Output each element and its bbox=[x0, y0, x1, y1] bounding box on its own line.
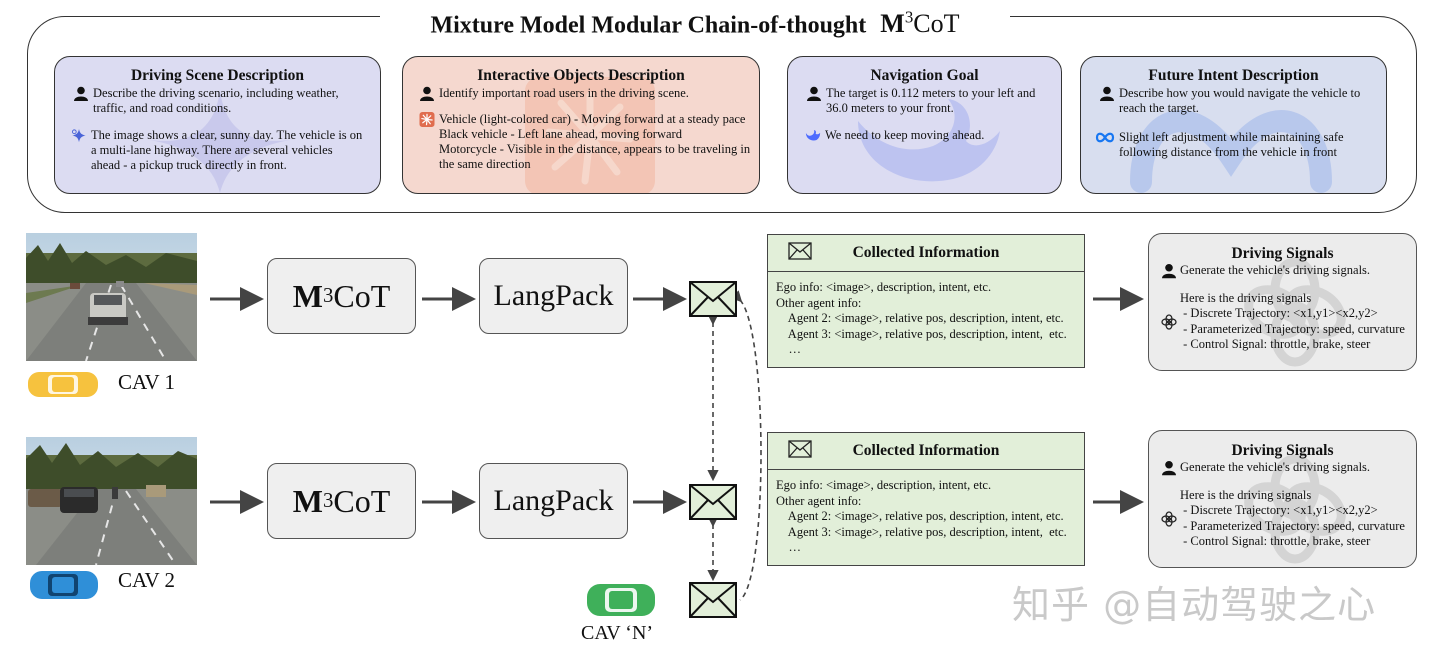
envelope-icon bbox=[689, 582, 737, 618]
openai-watermark-icon bbox=[1244, 257, 1346, 367]
envelope-icon bbox=[689, 484, 737, 520]
card-answer: Slight left adjustment while maintaining… bbox=[1119, 130, 1344, 159]
person-icon bbox=[1162, 460, 1176, 476]
driving-signals-question: Generate the vehicle's driving signals. bbox=[1180, 460, 1371, 474]
driving-signals-question: Generate the vehicle's driving signals. bbox=[1180, 263, 1371, 277]
person-icon bbox=[807, 86, 821, 101]
envelope-icon bbox=[689, 281, 737, 317]
cav1-label: CAV 1 bbox=[118, 370, 176, 394]
driving-signals-box-2: Driving Signals Generate the vehicle's d… bbox=[1148, 430, 1417, 568]
driving-signals-answer-head: Here is the driving signals bbox=[1180, 487, 1312, 502]
dashed-links bbox=[707, 290, 762, 601]
card-title: Interactive Objects Description bbox=[477, 67, 685, 84]
card-title: Future Intent Description bbox=[1148, 67, 1319, 84]
m3cot-logo: M3CoT bbox=[880, 8, 960, 39]
card-answer: We need to keep moving ahead. bbox=[825, 128, 985, 142]
collected-info-box-2: Collected Information Ego info: <image>,… bbox=[767, 432, 1085, 566]
future-intent-card: Future Intent Description Describe how y… bbox=[1080, 56, 1387, 194]
driving-signals-title: Driving Signals bbox=[1231, 245, 1334, 262]
collected-info-box-1: Collected Information Ego info: <image>,… bbox=[767, 234, 1085, 368]
gemini-star-icon bbox=[71, 128, 86, 143]
main-title: Mixture Model Modular Chain-of-thought M3… bbox=[380, 2, 1010, 38]
card-answer: The image shows a clear, sunny day. The … bbox=[91, 128, 363, 172]
zhihu-watermark: 知乎 @自动驾驶之心 bbox=[1012, 583, 1377, 627]
person-icon bbox=[420, 86, 434, 101]
collected-info-title: Collected Information bbox=[852, 442, 1000, 459]
langpack-box-2: LangPack bbox=[479, 463, 628, 539]
collected-info-lines: Ego info: <image>, description, intent, … bbox=[776, 478, 1067, 554]
driving-signals-title: Driving Signals bbox=[1231, 442, 1334, 459]
main-title-text: Mixture Model Modular Chain-of-thought bbox=[430, 12, 867, 39]
cav2-label: CAV 2 bbox=[118, 568, 176, 592]
langpack-box-1: LangPack bbox=[479, 258, 628, 334]
collected-info-lines: Ego info: <image>, description, intent, … bbox=[776, 280, 1067, 356]
driving-signals-answer-lines: - Discrete Trajectory: <x1,y1><x2,y2> - … bbox=[1183, 503, 1405, 548]
cav1-camera-view bbox=[26, 233, 197, 361]
card-answer: Vehicle (light-colored car) - Moving for… bbox=[439, 112, 751, 171]
message-envelopes bbox=[689, 281, 737, 618]
openai-watermark-icon bbox=[1244, 454, 1346, 564]
card-question: Describe the driving scenario, including… bbox=[93, 86, 339, 115]
person-icon bbox=[1162, 263, 1176, 279]
driving-signals-box-1: Driving Signals Generate the vehicle's d… bbox=[1148, 233, 1417, 371]
envelope-icon bbox=[788, 440, 812, 458]
interactive-objects-card: Interactive Objects Description Identify… bbox=[402, 56, 760, 194]
cavn-car-icon bbox=[587, 584, 655, 616]
cav2-camera-view bbox=[26, 437, 197, 565]
person-icon bbox=[74, 86, 88, 101]
meta-infinity-icon bbox=[1095, 132, 1115, 143]
card-title: Driving Scene Description bbox=[130, 67, 305, 84]
openai-knot-icon bbox=[1161, 510, 1177, 527]
deepseek-whale-icon bbox=[805, 130, 821, 141]
driving-signals-answer-lines: - Discrete Trajectory: <x1,y1><x2,y2> - … bbox=[1183, 306, 1405, 351]
card-title: Navigation Goal bbox=[870, 67, 979, 84]
claude-sunburst-icon bbox=[419, 112, 435, 127]
flow-arrows bbox=[210, 287, 1144, 514]
cav1-car-icon bbox=[28, 372, 98, 397]
person-icon bbox=[1100, 86, 1114, 101]
collected-info-title: Collected Information bbox=[852, 244, 1000, 261]
driving-signals-answer-head: Here is the driving signals bbox=[1180, 290, 1312, 305]
cav2-car-icon bbox=[30, 571, 98, 599]
openai-knot-icon bbox=[1161, 313, 1177, 330]
envelope-icon bbox=[788, 242, 812, 260]
card-question: Identify important road users in the dri… bbox=[439, 86, 689, 100]
car-roof bbox=[52, 377, 74, 392]
cavn-label: CAV ‘N’ bbox=[581, 622, 654, 644]
card-question: Describe how you would navigate the vehi… bbox=[1119, 86, 1361, 115]
card-question: The target is 0.112 meters to your left … bbox=[826, 86, 1036, 115]
